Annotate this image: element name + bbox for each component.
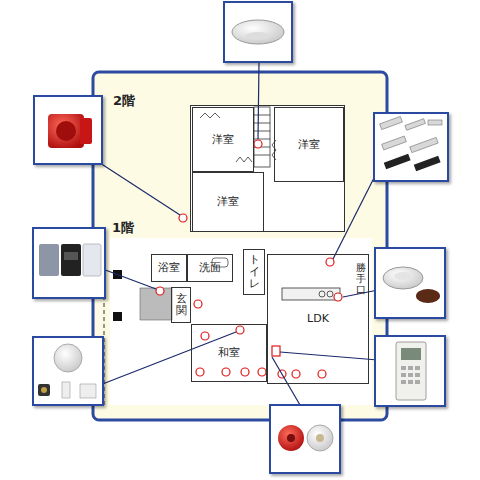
frame bbox=[93, 72, 387, 420]
floor-label: 1階 bbox=[112, 219, 134, 237]
room-name: 玄関 bbox=[176, 293, 187, 317]
room-box: 和室 bbox=[191, 324, 267, 382]
room-name: 洗面 bbox=[199, 261, 221, 274]
device-photo bbox=[33, 337, 103, 405]
floor-2 bbox=[190, 105, 345, 232]
post bbox=[113, 312, 122, 321]
device-photo bbox=[34, 96, 102, 164]
device-photo bbox=[33, 228, 105, 298]
room-box: LDK bbox=[267, 254, 369, 384]
room-box: 洋室 bbox=[192, 107, 254, 172]
kitchen-counter bbox=[282, 288, 340, 300]
room-name: 和室 bbox=[218, 346, 240, 359]
room-name: LDK bbox=[307, 312, 329, 325]
leader-line bbox=[80, 62, 378, 405]
room-box: トイレ bbox=[243, 249, 265, 295]
room-name: トイレ bbox=[249, 254, 260, 290]
room-box: 玄関 bbox=[171, 287, 191, 323]
door-label: 勝手口 bbox=[356, 262, 366, 295]
room-box: 浴室 bbox=[151, 254, 187, 282]
sensor-marker bbox=[156, 140, 342, 378]
room-name: 洋室 bbox=[298, 138, 320, 151]
device-photo bbox=[375, 248, 445, 318]
room-name: 洋室 bbox=[212, 133, 234, 146]
device-photo bbox=[224, 2, 292, 62]
device-photo bbox=[375, 336, 445, 406]
panel-marker bbox=[272, 346, 280, 356]
room-name: 洋室 bbox=[217, 195, 239, 208]
device-photo bbox=[270, 405, 340, 473]
device-photo bbox=[374, 113, 448, 181]
room-box: 洗面 bbox=[187, 254, 233, 282]
room-name: 浴室 bbox=[158, 261, 180, 274]
room-box: 洋室 bbox=[274, 107, 344, 182]
porch bbox=[140, 288, 172, 320]
room-box: 洋室 bbox=[192, 172, 264, 232]
floor-plan: 2階洋室洋室洋室 bbox=[190, 105, 345, 232]
floor-1 bbox=[110, 238, 372, 405]
floor-plan: 1階浴室洗面トイレ玄関和室LDK bbox=[110, 238, 372, 405]
floor-label: 2階 bbox=[113, 92, 135, 110]
stairs bbox=[200, 107, 276, 167]
